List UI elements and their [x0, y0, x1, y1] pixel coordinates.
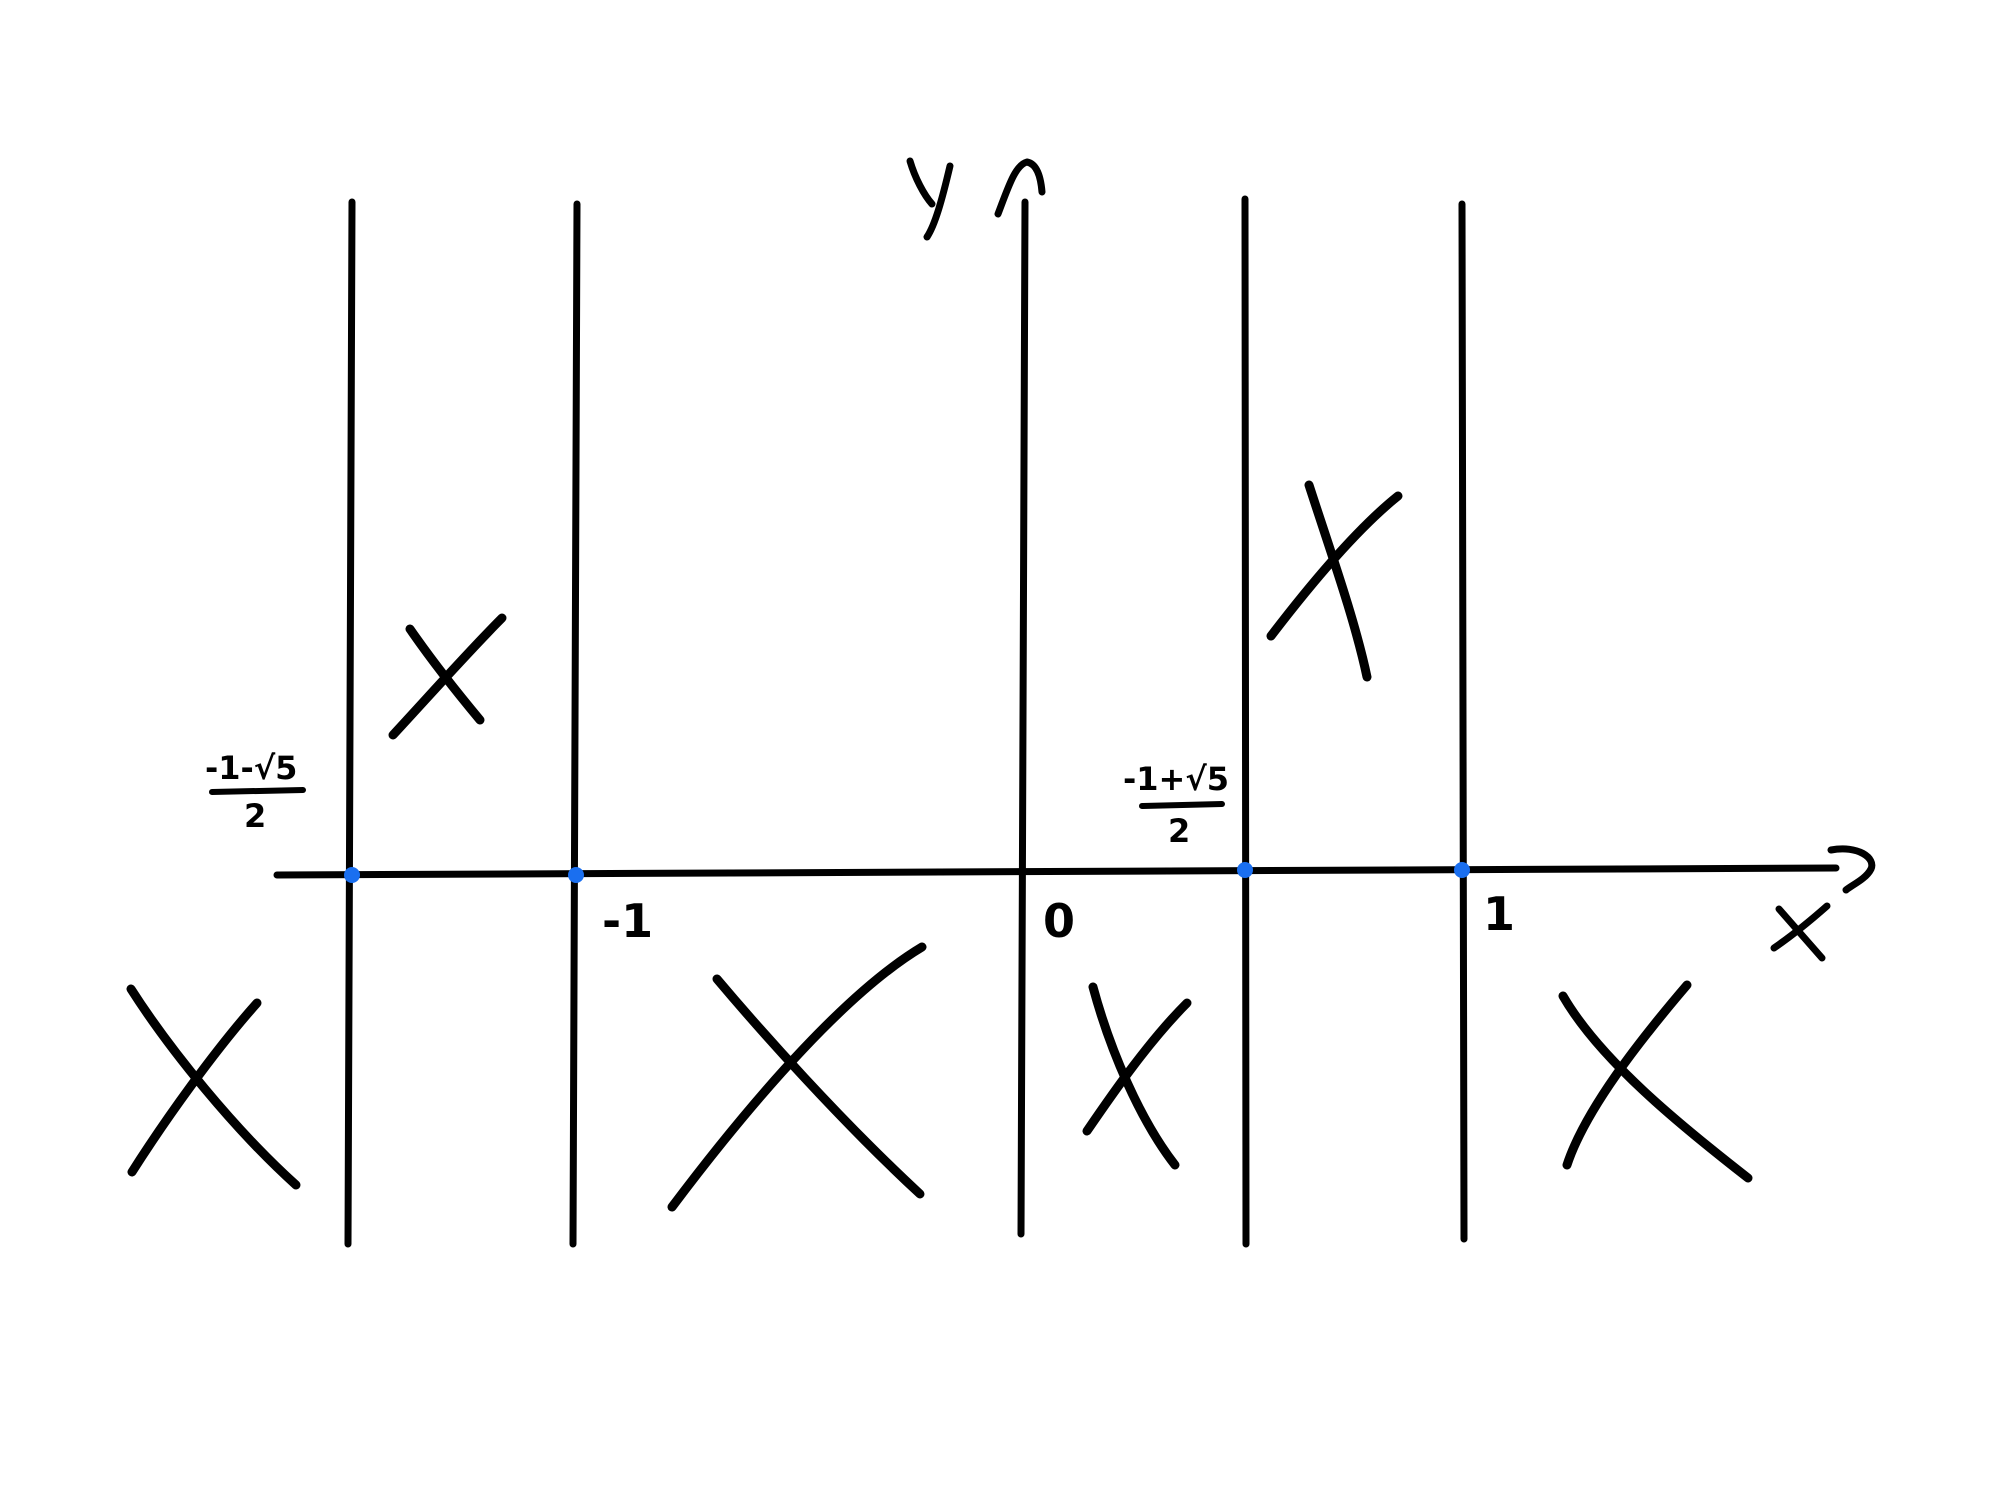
- tick-label-minus-one: -1: [602, 894, 653, 948]
- vertical-line-right-root: [1241, 195, 1250, 1248]
- y-axis-label-glyph: [906, 157, 954, 241]
- x-axis-line: [273, 864, 1840, 879]
- excluded-region-marker-bottom-middle-left: [667, 942, 927, 1212]
- left-root-numerator: -1-√5: [205, 749, 297, 787]
- left-root-label: -1-√5 2: [205, 749, 306, 835]
- y-axis-line: [1017, 198, 1029, 1238]
- point-left-root: [344, 867, 360, 883]
- excluded-region-marker-top-right: [1266, 480, 1403, 682]
- left-root-denominator: 2: [244, 797, 266, 835]
- y-axis-arrowhead: [994, 158, 1046, 218]
- excluded-region-marker-bottom-far-left: [126, 984, 301, 1190]
- point-one: [1454, 862, 1470, 878]
- vertical-line-left-root: [344, 198, 356, 1248]
- right-root-numerator: -1+√5: [1123, 760, 1229, 798]
- vertical-lines: [344, 195, 1468, 1248]
- point-right-root: [1237, 862, 1253, 878]
- excluded-region-marker-bottom-right: [1558, 980, 1753, 1183]
- tick-label-zero: 0: [1043, 894, 1075, 948]
- x-axis-arrowhead: [1827, 845, 1876, 894]
- excluded-region-markers: [126, 480, 1753, 1212]
- vertical-line-one: [1458, 200, 1468, 1243]
- right-root-denominator: 2: [1168, 812, 1190, 850]
- x-axis-points: [344, 862, 1470, 883]
- vertical-line-minus-one: [569, 200, 581, 1248]
- x-axis-label-glyph: [1770, 902, 1831, 962]
- excluded-region-marker-bottom-middle-right: [1082, 982, 1192, 1170]
- point-minus-one: [568, 867, 584, 883]
- excluded-region-marker-top-left: [388, 613, 507, 740]
- right-root-fraction-bar: [1139, 801, 1225, 809]
- tick-label-one: 1: [1483, 887, 1515, 941]
- left-root-fraction-bar: [209, 787, 306, 795]
- right-root-label: -1+√5 2: [1123, 760, 1229, 850]
